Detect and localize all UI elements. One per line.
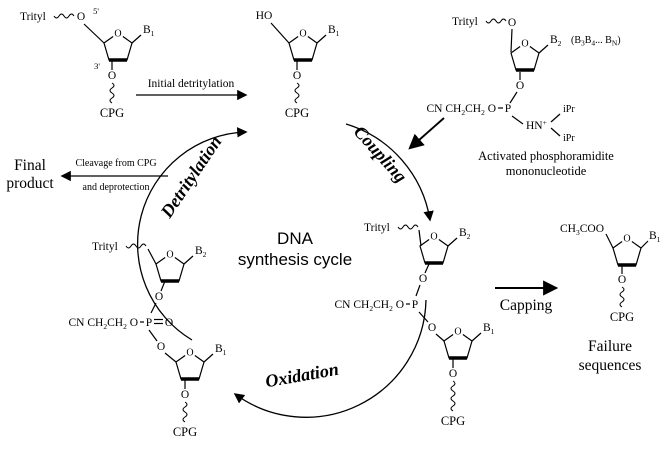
structure-detritylated-nucleoside: HO B1 O CPG: [256, 10, 340, 120]
final-product-line2: product: [6, 175, 54, 192]
furanose-ring: [442, 323, 474, 360]
phosphorus-label: P: [146, 317, 152, 329]
cycle-title-line2: synthesis cycle: [238, 250, 352, 269]
trityl-label: Trityl: [452, 16, 478, 28]
furanose-ring: [287, 25, 319, 62]
initial-detritylation-label: Initial detritylation: [148, 78, 235, 90]
cyanoethyl-label: CN CH2CH2 O: [335, 299, 405, 313]
capping-label: Capping: [500, 297, 553, 314]
activated-caption-line2: mononucleotide: [506, 164, 587, 178]
base-b2-label: B2: [459, 227, 471, 241]
acetyl-label: CH3COO: [560, 223, 604, 237]
cpg-linker-squiggle: [294, 82, 300, 104]
oxygen-label: O: [77, 11, 85, 23]
oxygen-label: O: [293, 70, 301, 82]
furanose-ring: [154, 246, 186, 283]
trityl-bond-squiggle: [485, 18, 507, 24]
coupling-step-label: Coupling: [350, 122, 411, 187]
structure-oxidized-dimer: Trityl B2 O CN CH2CH2 O P O O B1 O CPG: [69, 241, 227, 439]
cpg-label: CPG: [610, 310, 634, 324]
oxygen-label: O: [449, 368, 457, 380]
detritylation-arc-arrow: [136, 127, 248, 341]
trityl-bond-squiggle: [125, 243, 147, 249]
cpg-linker-squiggle: [619, 286, 625, 308]
oxygen-label: O: [155, 291, 163, 303]
trityl-label: Trityl: [20, 11, 46, 23]
cleavage-label-line1: Cleavage from CPG: [75, 158, 156, 169]
cpg-linker-squiggle: [182, 401, 188, 423]
activated-caption-line1: Activated phosphoramidite: [478, 149, 614, 163]
furanose-ring: [174, 344, 206, 381]
oxygen-label: O: [181, 389, 189, 401]
phosphorus-label: P: [412, 299, 418, 311]
trityl-bond-squiggle: [53, 13, 75, 19]
structure-capped-failure: CH3COO B1 O CPG Failure sequences: [560, 223, 661, 374]
furanose-ring: [509, 35, 541, 72]
oxygen-label: O: [618, 274, 626, 286]
furanose-ring: [102, 25, 134, 62]
cpg-label: CPG: [173, 425, 197, 439]
cpg-linker-squiggle: [109, 82, 115, 104]
trityl-label: Trityl: [92, 241, 118, 253]
detritylation-step-label: Detritylation: [156, 132, 226, 222]
base-b1-label: B1: [143, 24, 155, 38]
cpg-linker-squiggle: [450, 380, 456, 412]
base-b2-label: B2: [195, 245, 207, 259]
structure-activated-phosphoramidite: Trityl O B2 (B3B4... BN) O CN CH2CH2 O P…: [408, 16, 621, 178]
failure-caption-line2: sequences: [579, 357, 642, 374]
trityl-bond-squiggle: [397, 224, 419, 230]
three-prime-label: 3': [94, 61, 100, 71]
cpg-label: CPG: [285, 106, 309, 120]
base-b1-label: B1: [328, 24, 340, 38]
oxygen-label: O: [516, 80, 524, 92]
isopropyl-label: iPr: [563, 133, 575, 144]
oxygen-label: O: [157, 341, 165, 353]
cyanoethyl-label: CN CH2CH2 O: [427, 103, 497, 117]
phosphorus-label: P: [505, 103, 511, 115]
five-prime-label: 5': [93, 6, 99, 16]
hydroxyl-label: HO: [256, 10, 273, 22]
coupling-arc-arrow: [345, 123, 434, 222]
structure-supported-nucleoside: Trityl O 5' B1 3' O CPG: [20, 6, 155, 120]
oxidation-arc-arrow: [233, 299, 427, 418]
cycle-title: DNA synthesis cycle: [238, 229, 352, 269]
oxygen-label: O: [508, 17, 516, 29]
oxidation-step-label: Oxidation: [264, 359, 340, 392]
base-b1-label: B1: [649, 230, 661, 244]
amine-label: HN+: [526, 118, 547, 132]
oxygen-label: O: [108, 70, 116, 82]
bond-lines: [406, 229, 482, 368]
base-b1-label: B1: [215, 343, 227, 357]
oxygen-label: O: [428, 322, 436, 334]
cleavage-label-line2: and deprotection: [83, 182, 150, 193]
final-product-branch: Final product Cleavage from CPG and depr…: [6, 157, 168, 193]
final-product-line1: Final: [14, 157, 46, 174]
bond-lines: [498, 28, 561, 137]
cycle-title-line1: DNA: [277, 229, 314, 248]
oxygen-label: O: [419, 273, 427, 285]
structure-coupled-dimer: Trityl B2 O CN CH2CH2 O P O B1 O CPG: [335, 222, 495, 428]
bond-lines: [83, 23, 142, 70]
cycle-arrows: Detritylation Coupling Oxidation: [136, 122, 434, 418]
trityl-label: Trityl: [364, 222, 390, 234]
failure-caption-line1: Failure: [588, 338, 632, 355]
bond-lines: [270, 22, 327, 70]
furanose-ring: [611, 230, 643, 267]
furanose-ring: [418, 228, 450, 265]
cyanoethyl-label: CN CH2CH2 O: [69, 317, 139, 331]
isopropyl-label: iPr: [563, 104, 575, 115]
phosphoryl-oxygen-label: O: [165, 317, 173, 329]
base-series-label: (B3B4... BN): [571, 35, 621, 48]
cpg-label: CPG: [441, 414, 465, 428]
base-b1-label: B1: [483, 322, 495, 336]
capping-branch: Capping: [495, 280, 559, 314]
phosphoramidite-addition-arrow: [408, 117, 445, 150]
cpg-label: CPG: [100, 106, 124, 120]
initial-detritylation-step: Initial detritylation: [136, 78, 248, 101]
base-b2-label: B2: [550, 34, 562, 48]
